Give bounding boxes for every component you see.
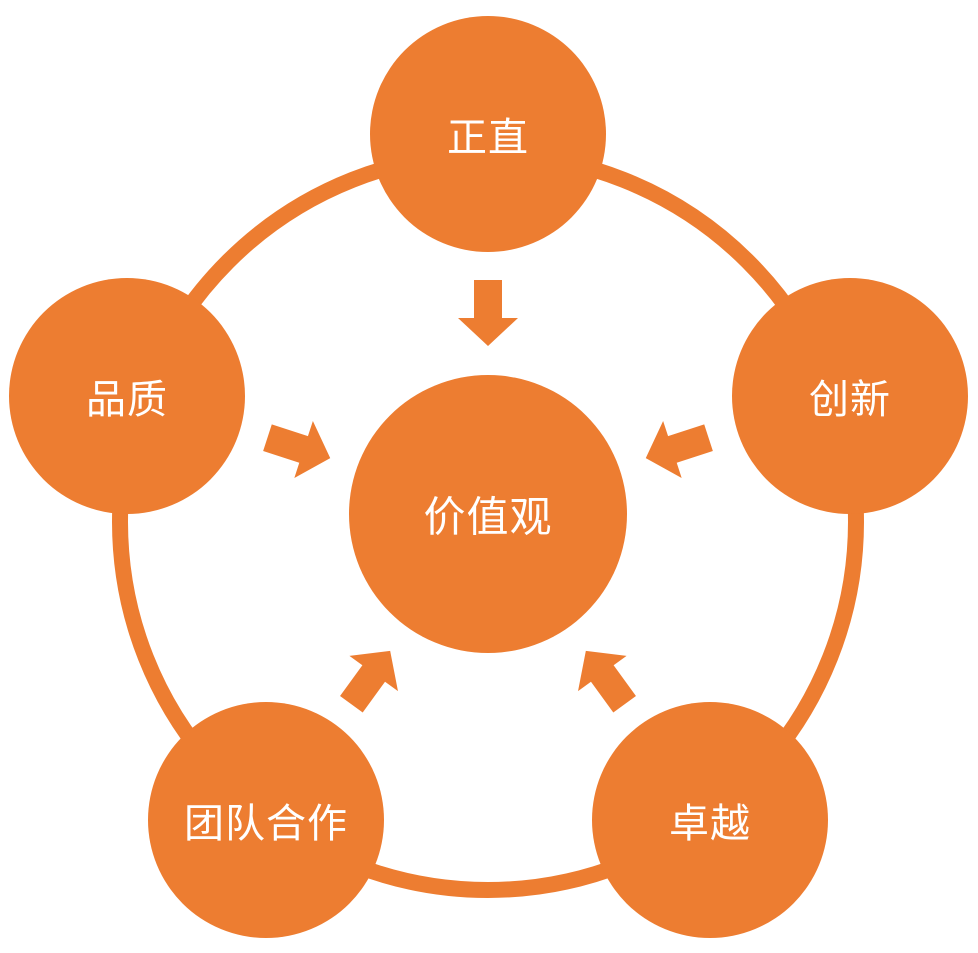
node-pinzhi xyxy=(9,278,245,514)
label-chuangxin: 创新 xyxy=(809,377,891,423)
label-pinzhi: 品质 xyxy=(86,377,168,423)
node-zhuoyue xyxy=(592,702,828,938)
node-zhengzhi xyxy=(370,16,606,252)
label-tuandui: 团队合作 xyxy=(184,801,348,847)
arrow-from-zhengzhi xyxy=(458,280,518,346)
label-zhuoyue: 卓越 xyxy=(669,801,751,847)
arrow-from-tuandui xyxy=(340,650,398,713)
label-zhengzhi: 正直 xyxy=(447,115,529,161)
center-node xyxy=(349,375,627,653)
arrow-from-zhuoyue xyxy=(578,650,636,713)
arrow-from-pinzhi xyxy=(263,420,331,479)
arrow-from-chuangxin xyxy=(645,420,713,479)
node-chuangxin xyxy=(732,278,968,514)
node-tuandui xyxy=(148,702,384,938)
center-label: 价值观 xyxy=(423,492,553,542)
